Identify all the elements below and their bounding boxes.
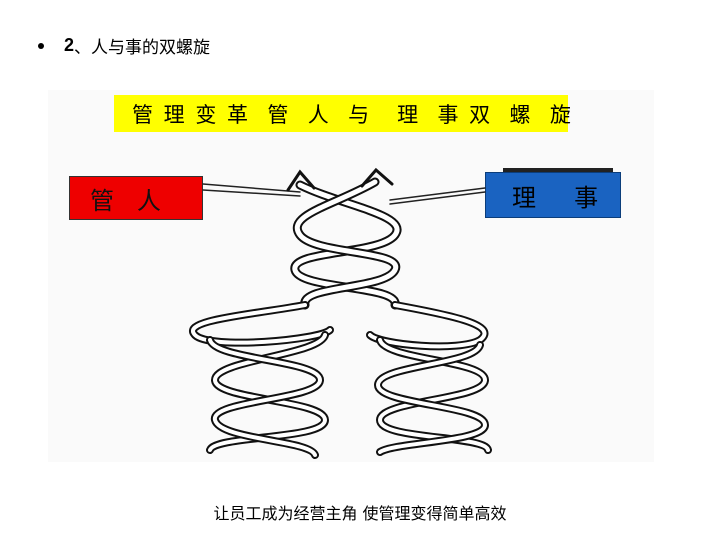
bullet-dot — [38, 42, 44, 49]
heading-number: 2 — [64, 35, 75, 55]
right-lower-helix — [373, 336, 492, 456]
right-arrow-head — [360, 167, 394, 188]
left-arrow-head — [286, 169, 316, 192]
right-label-box: 理 事 — [485, 172, 621, 218]
diagram-panel — [48, 90, 654, 462]
left-label-box: 管 人 — [69, 176, 203, 220]
heading: 2 、人与事的双螺旋 — [38, 33, 210, 58]
right-label-shadow — [503, 168, 613, 172]
right-pointer-line — [389, 187, 486, 205]
heading-text: 、人与事的双螺旋 — [74, 38, 211, 58]
spreading-bands — [189, 301, 489, 351]
upper-twist — [290, 177, 402, 310]
left-pointer-line — [202, 183, 301, 197]
caption: 让员工成为经营主角 使管理变得简单高效 — [213, 504, 507, 523]
left-lower-helix — [206, 331, 330, 459]
diagram-banner: 管 理 变 革 管 人 与 理 事 双 螺 旋 — [114, 95, 571, 132]
